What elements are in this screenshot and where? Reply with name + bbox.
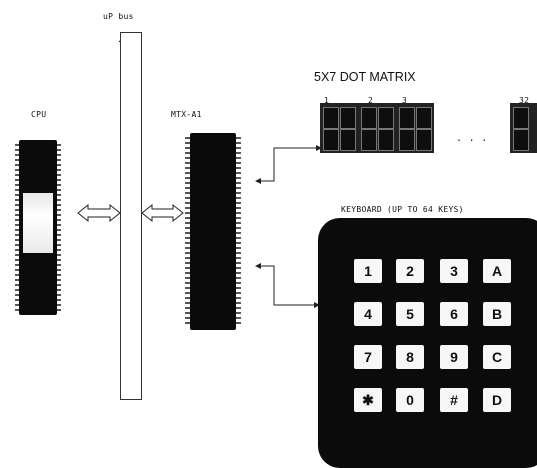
mtx-to-keyboard-line <box>258 266 318 305</box>
cpu-bus-arrow <box>78 205 120 221</box>
key-label: 1 <box>364 263 372 279</box>
key-label: 2 <box>406 263 414 279</box>
key-b[interactable]: B <box>483 302 511 326</box>
dot-matrix-module-2 <box>358 103 396 153</box>
key-8[interactable]: 8 <box>396 345 424 369</box>
key-3[interactable]: 3 <box>440 259 468 283</box>
key-label: 7 <box>364 349 372 365</box>
key-c[interactable]: C <box>483 345 511 369</box>
key-2[interactable]: 2 <box>396 259 424 283</box>
key-label: 5 <box>406 306 414 322</box>
key-4[interactable]: 4 <box>354 302 382 326</box>
key-label: 9 <box>450 349 458 365</box>
keyboard-arrowhead-left <box>255 263 261 269</box>
bus-mtx-arrow <box>142 205 183 221</box>
key-hash[interactable]: # <box>440 388 468 412</box>
key-7[interactable]: 7 <box>354 345 382 369</box>
modules-ellipsis: . . . <box>456 133 488 144</box>
dot-matrix-module-3 <box>396 103 434 153</box>
mtx-to-matrix-line <box>258 148 320 181</box>
key-label: B <box>492 306 502 322</box>
key-label: 3 <box>450 263 458 279</box>
key-label: 8 <box>406 349 414 365</box>
key-1[interactable]: 1 <box>354 259 382 283</box>
key-9[interactable]: 9 <box>440 345 468 369</box>
key-0[interactable]: 0 <box>396 388 424 412</box>
key-label: 0 <box>406 392 414 408</box>
key-a[interactable]: A <box>483 259 511 283</box>
dot-matrix-module-1 <box>320 103 358 153</box>
key-label: 4 <box>364 306 372 322</box>
key-label: C <box>492 349 502 365</box>
key-label: A <box>492 263 502 279</box>
key-6[interactable]: 6 <box>440 302 468 326</box>
key-label: ✱ <box>362 392 374 409</box>
matrix-arrowhead-left <box>255 178 261 184</box>
key-d[interactable]: D <box>483 388 511 412</box>
dot-matrix-module-32 <box>510 103 537 153</box>
key-5[interactable]: 5 <box>396 302 424 326</box>
keyboard: 1 2 3 A 4 5 6 B 7 8 9 C ✱ 0 # D <box>318 218 537 468</box>
key-star[interactable]: ✱ <box>354 388 382 412</box>
key-label: # <box>450 392 458 408</box>
key-label: D <box>492 392 502 408</box>
key-label: 6 <box>450 306 458 322</box>
